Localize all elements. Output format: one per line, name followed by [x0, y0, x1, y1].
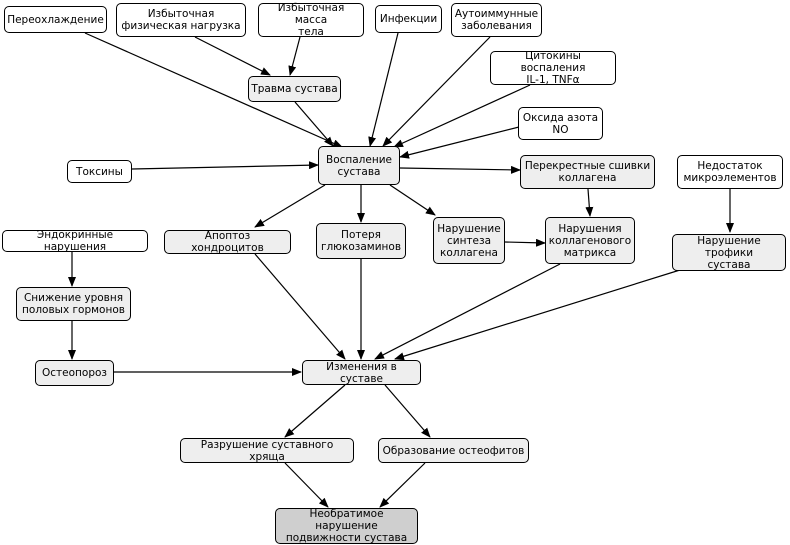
node-sshivki: Перекрестные сшивки коллагена — [520, 155, 655, 189]
arrow-apoptoz-to-izmeneniya — [254, 253, 346, 360]
node-pereohlazhdenie: Переохлаждение — [4, 6, 107, 33]
node-massa-tela: Избыточная масса тела — [258, 2, 364, 38]
arrow-izmeneniya-to-osteofity — [384, 384, 431, 438]
arrow-hryasch-to-final — [284, 462, 329, 508]
arrow-citokiny-to-vospalenie — [393, 84, 531, 148]
node-endokrinnye: Эндокринные нарушения — [2, 229, 148, 253]
node-gormony: Снижение уровня половых гормонов — [16, 287, 131, 321]
arrow-pereohlazhdenie-to-vospalenie — [84, 32, 343, 148]
node-matriks: Нарушения коллагенового матрикса — [545, 217, 635, 264]
node-toksiny: Токсины — [67, 160, 132, 183]
arrow-travma-to-vospalenie — [294, 101, 334, 147]
arrow-sintez-to-matriks — [504, 238, 546, 247]
node-apoptoz: Апоптоз хондроцитов — [164, 230, 291, 254]
arrow-sshivki-to-matriks — [585, 188, 594, 217]
node-citokiny: Цитокины воспаления IL-1, TNFα — [490, 50, 616, 86]
arrow-vospalenie-to-sshivki — [399, 165, 521, 174]
node-trofika: Нарушение трофики сустава — [672, 234, 786, 271]
arrow-massa-tela-to-travma — [288, 36, 301, 76]
node-travma: Травма сустава — [248, 76, 341, 102]
node-hryasch: Разрушение суставного хряща — [180, 438, 354, 463]
node-fiz-nagruzka: Избыточная физическая нагрузка — [116, 3, 246, 37]
arrow-toksiny-to-vospalenie — [131, 161, 319, 170]
node-vospalenie: Воспаление сустава — [318, 146, 400, 185]
node-nedostatok: Недостаток микроэлементов — [677, 155, 783, 189]
arrow-vospalenie-to-apoptoz — [254, 184, 326, 228]
node-osteoporoz: Остеопороз — [35, 360, 114, 386]
arrow-osteofity-to-final — [379, 462, 426, 508]
arrow-izmeneniya-to-hryasch — [284, 384, 346, 438]
arrow-fiz-nagruzka-to-travma — [194, 36, 271, 76]
node-poterya: Потеря глюкозаминов — [316, 223, 406, 259]
node-autoimmunnye: Аутоиммунные заболевания — [451, 3, 542, 37]
arrow-oksid-azota-to-vospalenie — [399, 126, 520, 159]
node-osteofity: Образование остеофитов — [378, 438, 529, 463]
node-final: Необратимое нарушение подвижности сустав… — [275, 508, 418, 544]
node-oksid-azota: Оксида азота NO — [518, 107, 603, 140]
node-izmeneniya: Изменения в суставе — [302, 360, 421, 385]
arrow-infekcii-to-vospalenie — [368, 32, 399, 147]
arrow-autoimmunnye-to-vospalenie — [382, 36, 491, 147]
node-sintez: Нарушение синтеза коллагена — [433, 217, 505, 264]
arrow-matriks-to-izmeneniya — [374, 263, 561, 360]
arrow-trofika-to-izmeneniya — [394, 269, 681, 361]
node-infekcii: Инфекции — [375, 5, 442, 33]
arrow-vospalenie-to-sintez — [389, 184, 436, 216]
